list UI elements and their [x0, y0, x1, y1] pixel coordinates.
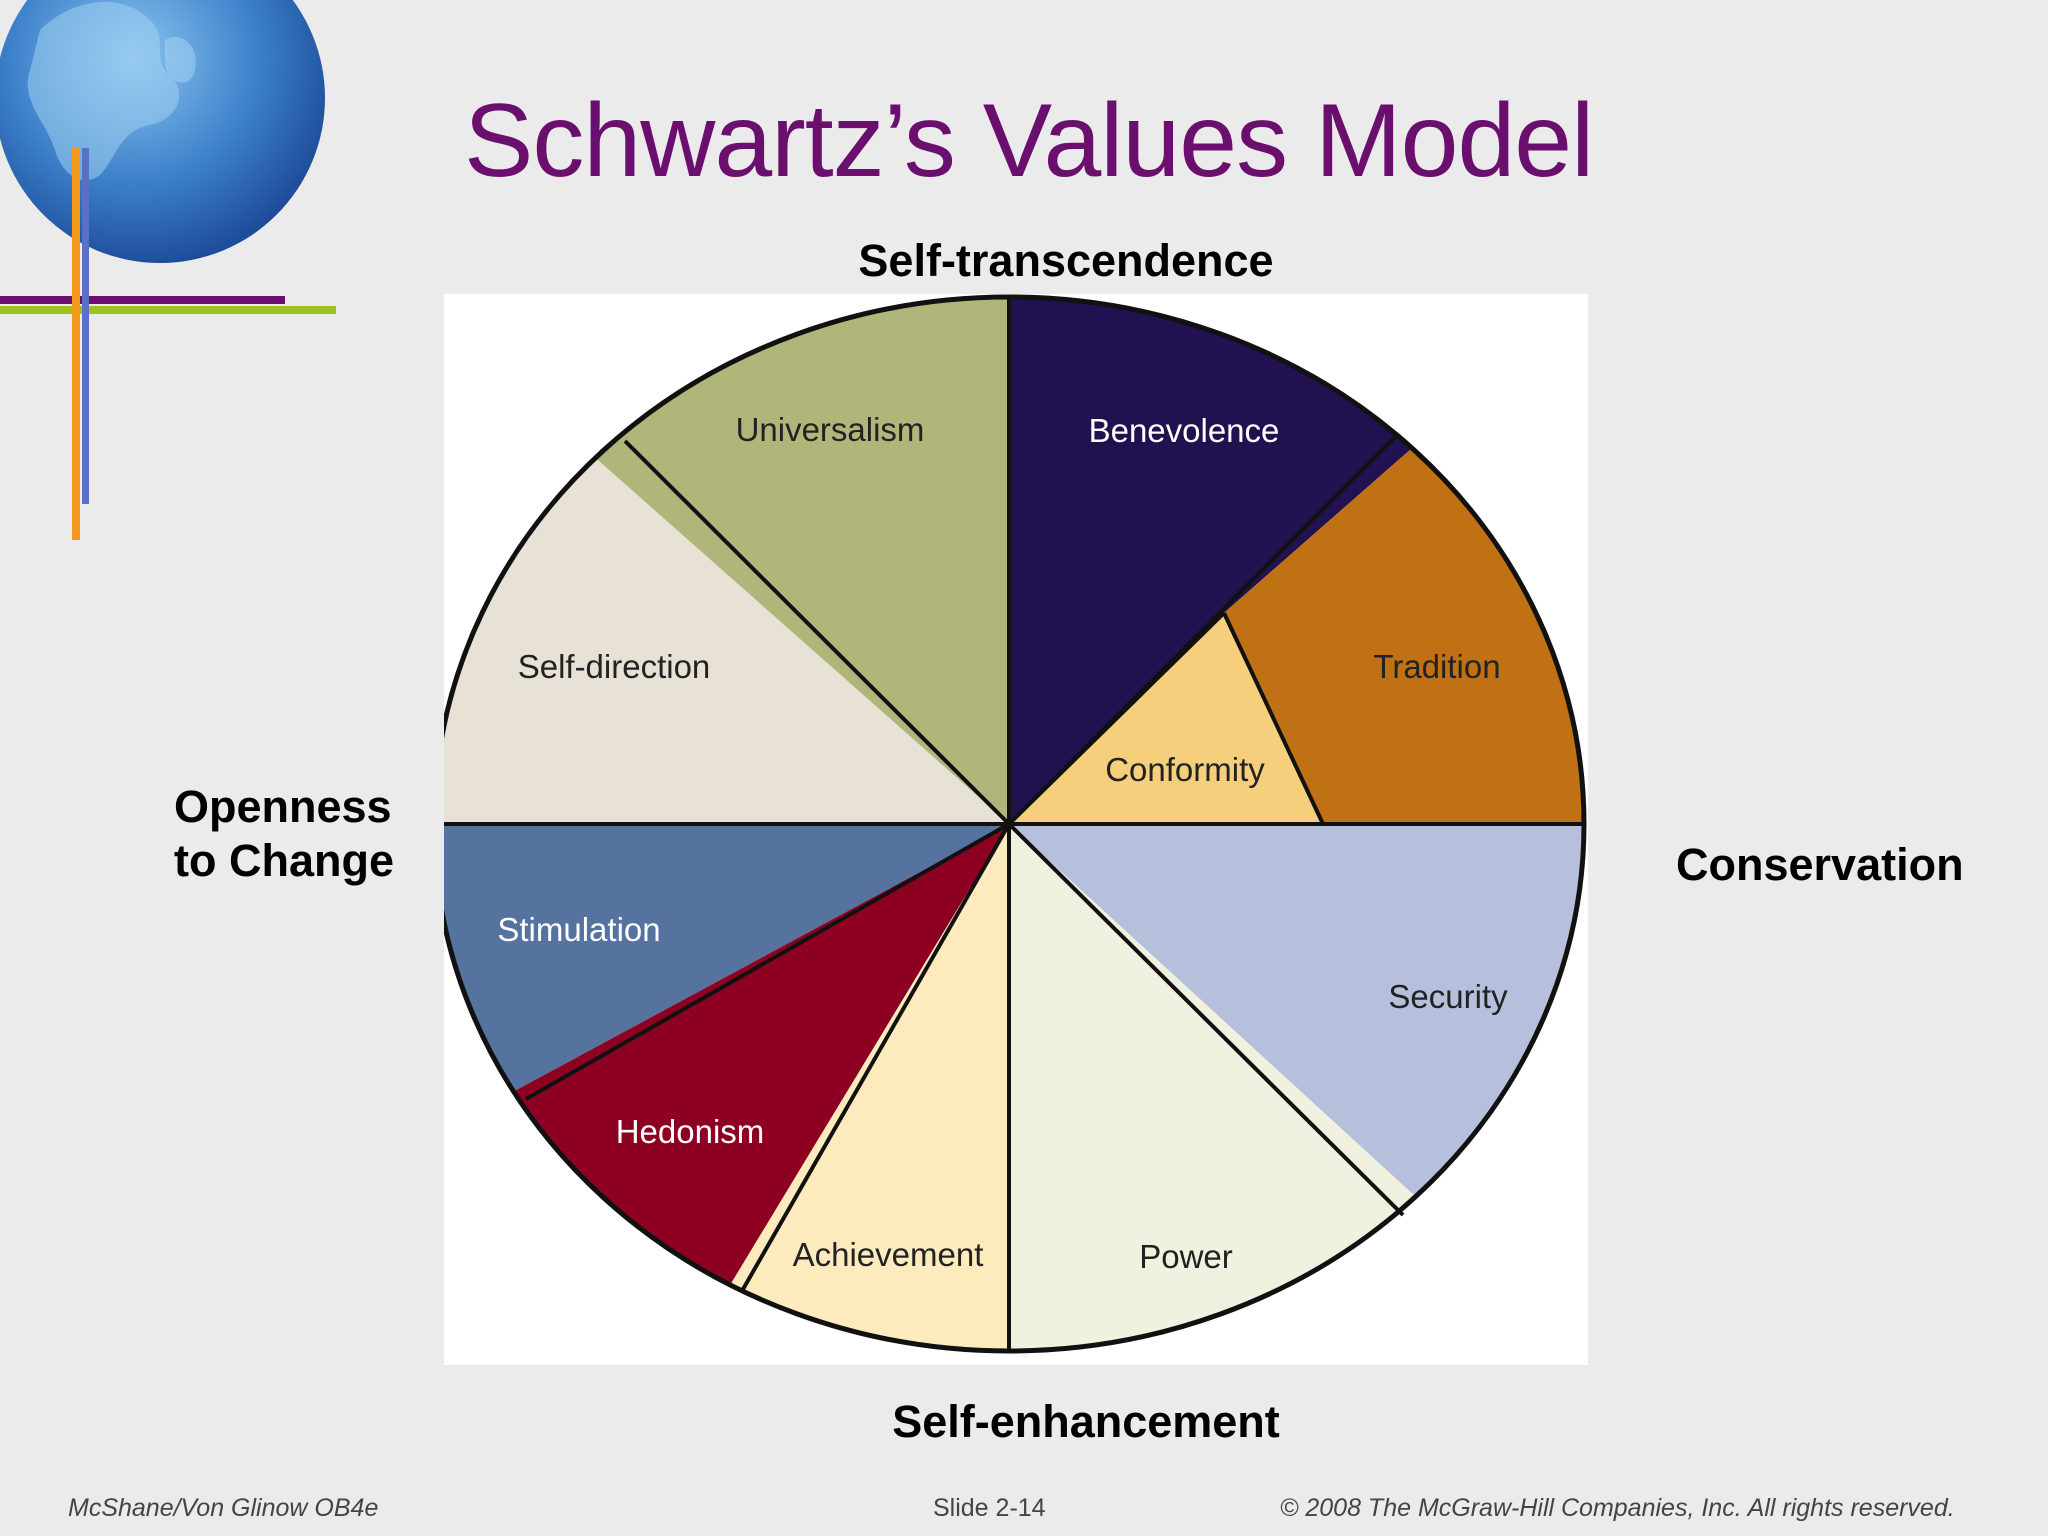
wedge-hedonism [513, 824, 1009, 1285]
label-security: Security [1388, 978, 1508, 1015]
globe-graphic [0, 0, 336, 540]
footer-copyright: © 2008 The McGraw-Hill Companies, Inc. A… [1280, 1494, 1955, 1522]
label-power: Power [1139, 1238, 1233, 1275]
values-wheel: Universalism Benevolence Conformity Trad… [444, 294, 1588, 1365]
axis-label-self-transcendence: Self-transcendence [858, 235, 1274, 286]
wedge-benevolence [1009, 297, 1412, 824]
wedge-power [1009, 824, 1416, 1351]
values-wheel-svg: Universalism Benevolence Conformity Trad… [444, 294, 1587, 1354]
axis-label-openness-line1: Openness [174, 781, 392, 832]
globe-continent [27, 1, 180, 181]
wedge-universalism [595, 297, 1009, 824]
label-stimulation: Stimulation [497, 911, 660, 948]
wedge-dividers [444, 296, 1585, 1352]
accent-bar-orange [72, 148, 80, 540]
label-self-direction: Self-direction [518, 648, 711, 685]
accent-bar-purple [0, 296, 285, 304]
wedge-self-direction [444, 457, 1009, 824]
axis-label-openness-to-change: Openness to Change [174, 780, 394, 888]
label-benevolence: Benevolence [1089, 412, 1280, 449]
wedge-conformity [1009, 613, 1323, 824]
footer-book: McShane/Von Glinow OB4e [68, 1494, 379, 1522]
label-universalism: Universalism [736, 411, 925, 448]
wedge-stimulation [444, 824, 1009, 1092]
wedge-security [1009, 824, 1584, 1197]
wheel-rim [444, 294, 1587, 1354]
accent-bar-blue [82, 148, 89, 504]
axis-label-conservation: Conservation [1676, 839, 1964, 890]
page-title: Schwartz’s Values Model [464, 83, 1594, 199]
axis-label-self-enhancement: Self-enhancement [892, 1396, 1280, 1447]
axis-label-openness-line2: to Change [174, 835, 394, 886]
label-tradition: Tradition [1373, 648, 1500, 685]
accent-bar-green [0, 306, 336, 314]
globe-logo [0, 0, 340, 560]
label-hedonism: Hedonism [616, 1113, 765, 1150]
wedge-achievement [730, 824, 1009, 1351]
label-conformity: Conformity [1105, 751, 1265, 788]
footer-slide-number: Slide 2-14 [933, 1494, 1046, 1522]
label-achievement: Achievement [793, 1236, 984, 1273]
